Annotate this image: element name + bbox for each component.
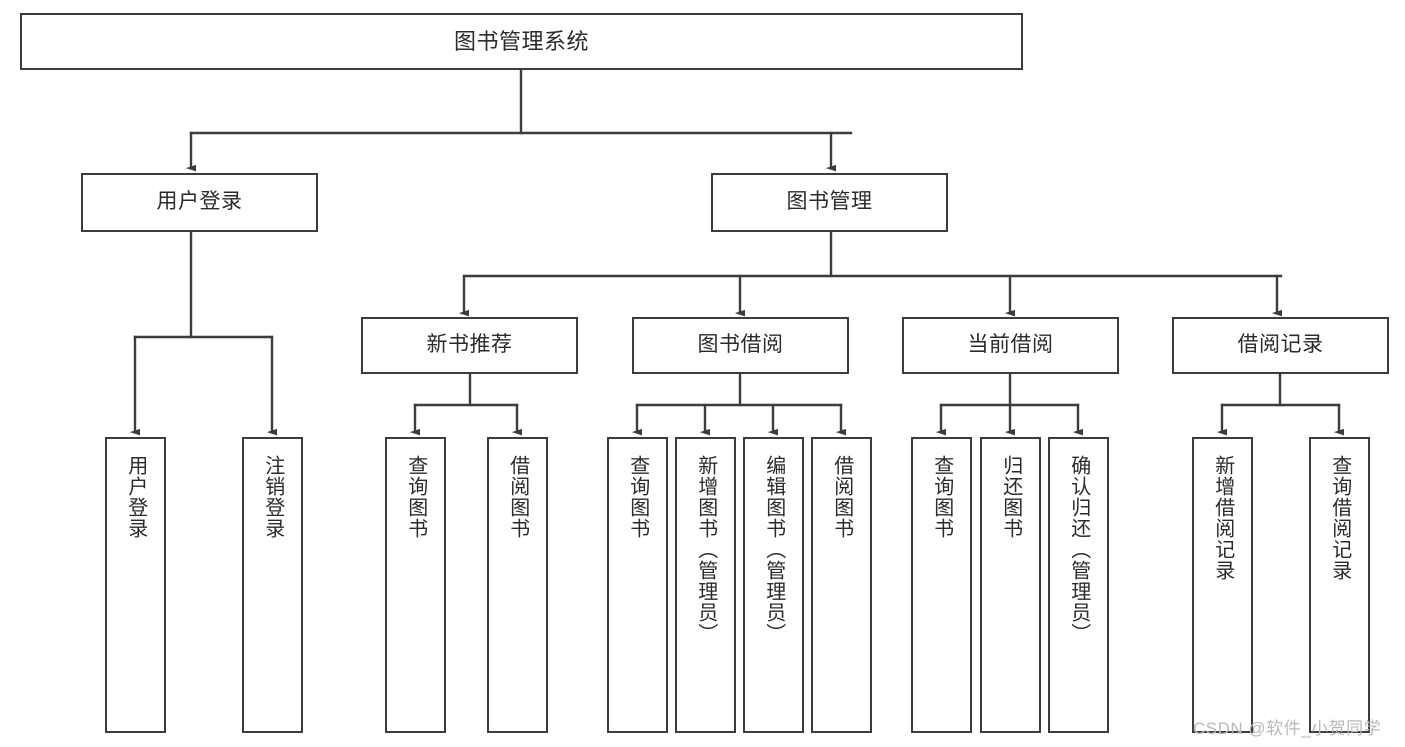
- leaf-current-borrow-query-book[interactable]: 查询图书: [911, 437, 972, 733]
- leaf-borrow-record-query-record[interactable]: 查询借阅记录: [1309, 437, 1370, 733]
- node-label: 注销登录: [261, 455, 284, 539]
- node-label: 借阅记录: [1237, 333, 1324, 357]
- node-label: 查询图书: [404, 455, 427, 539]
- node-label: 查询借阅记录: [1328, 455, 1351, 581]
- node-label: 归还图书: [999, 455, 1022, 539]
- node-user-login[interactable]: 用户登录: [81, 173, 318, 232]
- leaf-book-borrow-add-book-admin[interactable]: 新增图书（管理员）: [675, 437, 736, 733]
- csdn-watermark: CSDN @软件_小贺同学: [1193, 719, 1382, 738]
- leaf-borrow-record-add-record[interactable]: 新增借阅记录: [1192, 437, 1253, 733]
- node-label: 确认归还（管理员）: [1067, 455, 1090, 644]
- leaf-current-borrow-return-book[interactable]: 归还图书: [980, 437, 1041, 733]
- leaf-user-login-logout[interactable]: 注销登录: [242, 437, 303, 733]
- node-book-management[interactable]: 图书管理: [711, 173, 948, 232]
- node-root-book-management-system[interactable]: 图书管理系统: [20, 13, 1023, 70]
- node-label: 当前借阅: [967, 333, 1054, 357]
- node-label: 查询图书: [930, 455, 953, 539]
- node-label: 新增借阅记录: [1211, 455, 1234, 581]
- node-label: 新增图书（管理员）: [694, 455, 717, 644]
- node-label: 新书推荐: [426, 333, 513, 357]
- node-current-borrowing[interactable]: 当前借阅: [902, 317, 1119, 374]
- leaf-book-borrow-edit-book-admin[interactable]: 编辑图书（管理员）: [743, 437, 804, 733]
- node-label: 用户登录: [156, 190, 243, 214]
- node-label: 图书管理系统: [453, 28, 589, 54]
- node-label: 借阅图书: [830, 455, 853, 539]
- leaf-new-book-query-book[interactable]: 查询图书: [385, 437, 446, 733]
- leaf-current-borrow-confirm-return-admin[interactable]: 确认归还（管理员）: [1048, 437, 1109, 733]
- leaf-book-borrow-borrow-book[interactable]: 借阅图书: [811, 437, 872, 733]
- node-label: 图书管理: [786, 190, 873, 214]
- node-label: 借阅图书: [506, 455, 529, 539]
- node-new-book-recommendation[interactable]: 新书推荐: [361, 317, 578, 374]
- leaf-new-book-borrow-book[interactable]: 借阅图书: [487, 437, 548, 733]
- leaf-book-borrow-query-book[interactable]: 查询图书: [607, 437, 668, 733]
- node-label: 查询图书: [626, 455, 649, 539]
- node-label: 用户登录: [124, 455, 147, 539]
- node-book-borrowing[interactable]: 图书借阅: [632, 317, 849, 374]
- leaf-user-login-login[interactable]: 用户登录: [105, 437, 166, 733]
- node-label: 图书借阅: [697, 333, 784, 357]
- node-borrowing-record[interactable]: 借阅记录: [1172, 317, 1389, 374]
- node-label: 编辑图书（管理员）: [762, 455, 785, 644]
